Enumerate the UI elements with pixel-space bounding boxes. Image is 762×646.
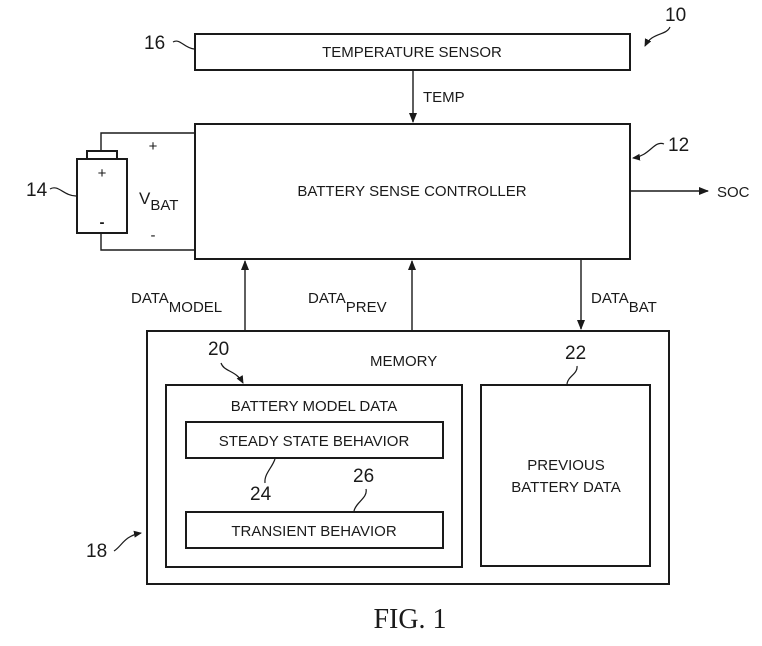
data-prev-label: DATAPREV	[308, 290, 387, 316]
figure-caption: FIG. 1	[373, 604, 446, 635]
temperature-sensor-label: TEMPERATURE SENSOR	[322, 44, 502, 61]
memory-ref: 18	[86, 541, 107, 562]
memory-ref-arrow	[113, 530, 142, 552]
transient-ref: 26	[353, 466, 374, 487]
battery-positive-wire	[100, 132, 195, 151]
data-model-label: DATAMODEL	[131, 290, 222, 316]
temperature-sensor-leader	[172, 40, 195, 50]
system-ref-arrow	[644, 26, 671, 47]
transient-behavior-block	[185, 511, 444, 549]
memory-label: MEMORY	[370, 353, 437, 370]
battery-sense-controller-block	[194, 123, 631, 260]
data-model-sub: MODEL	[169, 299, 222, 316]
previous-battery-data-line2: BATTERY DATA	[511, 479, 620, 496]
temperature-sensor-block	[194, 33, 631, 71]
battery-minus-symbol: -	[100, 214, 105, 231]
wire-minus-symbol: -	[151, 227, 156, 244]
controller-ref-arrow	[632, 142, 665, 161]
previous-battery-data-line1: PREVIOUS	[527, 457, 605, 474]
data-prev-main: DATA	[308, 290, 346, 307]
soc-output-label: SOC	[717, 184, 750, 201]
battery-plus-symbol: +	[98, 165, 107, 182]
data-bat-label: DATABAT	[591, 290, 657, 316]
steady-state-behavior-block	[185, 421, 444, 459]
transient-leader	[353, 488, 367, 512]
controller-label: BATTERY SENSE CONTROLLER	[297, 183, 526, 200]
steady-state-leader	[264, 458, 276, 484]
system-ref-number: 10	[665, 5, 686, 26]
previous-battery-data-ref: 22	[565, 343, 586, 364]
wire-plus-symbol: +	[149, 138, 158, 155]
previous-battery-data-block	[480, 384, 651, 567]
battery-negative-wire	[100, 233, 195, 251]
vbat-main: V	[139, 189, 151, 208]
vbat-label: VBAT	[139, 189, 178, 214]
temperature-sensor-ref: 16	[144, 33, 165, 54]
battery-leader	[49, 187, 77, 197]
data-prev-sub: PREV	[346, 299, 387, 316]
data-bat-sub: BAT	[629, 299, 657, 316]
controller-ref: 12	[668, 135, 689, 156]
steady-state-behavior-label: STEADY STATE BEHAVIOR	[219, 433, 410, 450]
temp-signal-label: TEMP	[423, 89, 465, 106]
data-bat-main: DATA	[591, 290, 629, 307]
battery-model-data-label: BATTERY MODEL DATA	[231, 398, 397, 415]
previous-battery-data-leader	[566, 365, 578, 385]
steady-state-ref: 24	[250, 484, 272, 505]
battery-model-data-ref: 20	[208, 339, 229, 360]
battery-cell	[76, 158, 128, 234]
vbat-sub: BAT	[150, 197, 178, 214]
data-model-main: DATA	[131, 290, 169, 307]
transient-behavior-label: TRANSIENT BEHAVIOR	[231, 523, 396, 540]
battery-ref: 14	[26, 180, 48, 201]
battery-model-data-ref-arrow	[220, 362, 244, 384]
